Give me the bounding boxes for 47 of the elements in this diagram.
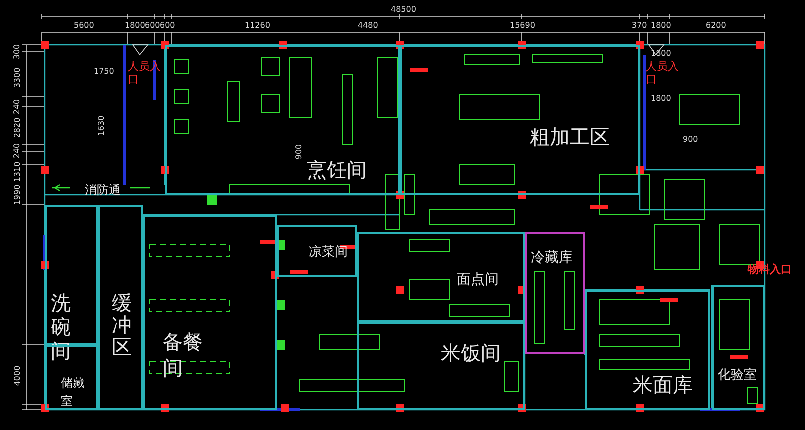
- room-name: 备餐间: [163, 329, 204, 381]
- room-name: 米面库: [633, 372, 693, 399]
- dimension-text: 2820: [12, 118, 24, 138]
- dimension-text: 900: [683, 134, 698, 146]
- dimension-text: 1630: [96, 116, 108, 136]
- room-outline: [525, 232, 585, 354]
- dimension-text: 300: [12, 44, 23, 60]
- dimension-text: 600: [160, 20, 176, 32]
- room-name: 米饭间: [441, 340, 501, 367]
- dimension-text: 3300: [12, 68, 24, 88]
- dimension-text: 1800: [651, 20, 672, 32]
- dimension-text: 900: [294, 144, 305, 160]
- room-name: 面点间: [457, 271, 499, 290]
- room-outline: [357, 322, 525, 410]
- dimension-text: 4480: [358, 20, 378, 32]
- room-outline: [400, 45, 640, 195]
- dimension-text: 1800: [125, 20, 146, 32]
- room-outline: [357, 232, 525, 322]
- dimension-text: 1990: [12, 184, 24, 206]
- dimension-text: 240: [12, 99, 23, 115]
- passage-label: 消防通: [85, 182, 121, 199]
- dimension-text: 600: [145, 20, 160, 32]
- room-name: 缓冲区: [112, 292, 132, 358]
- dimension-text: 1310: [12, 162, 24, 182]
- dimension-text: 1800: [651, 93, 672, 105]
- dimension-text: 6200: [706, 20, 726, 32]
- dimension-text: 11260: [245, 20, 270, 32]
- room-outline: [712, 285, 765, 410]
- room-name: 凉菜间: [309, 244, 348, 262]
- dimension-text: 370: [632, 20, 648, 32]
- dimension-text: 240: [12, 143, 23, 159]
- dimension-text: 48500: [391, 4, 416, 16]
- room-outline: [277, 225, 357, 277]
- room-name: 烹饪间: [307, 157, 367, 184]
- dimension-text: 1800: [651, 48, 672, 60]
- room-outline: [98, 205, 143, 410]
- room-name: 储藏室: [61, 375, 86, 410]
- dimension-text: 4000: [12, 366, 24, 386]
- room-outline: [585, 290, 710, 410]
- room-outline: [165, 45, 400, 195]
- dimension-text: 15690: [510, 20, 536, 32]
- room-name: 粗加工区: [530, 124, 610, 151]
- dimension-text: 5600: [74, 20, 94, 32]
- room-name: 冷藏库: [531, 249, 573, 268]
- room-name: 化验室: [718, 367, 757, 385]
- dimension-text: 1750: [94, 66, 114, 78]
- room-outline: [143, 215, 277, 410]
